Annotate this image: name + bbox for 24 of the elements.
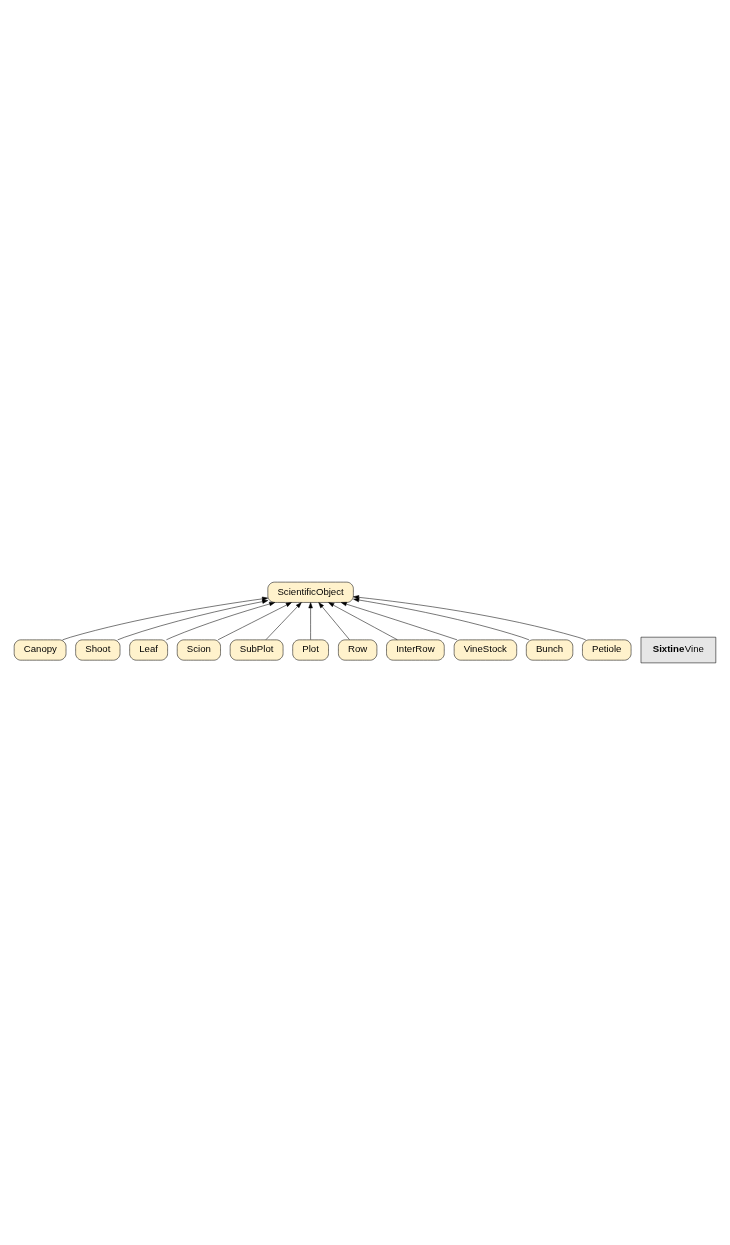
arrow bbox=[353, 597, 530, 641]
arrow bbox=[340, 602, 458, 641]
arrow bbox=[328, 602, 398, 641]
arrow bbox=[62, 596, 268, 641]
node-box: Shoot bbox=[75, 639, 121, 661]
node-box: Scion bbox=[176, 639, 221, 661]
node-box: Petiole bbox=[582, 639, 632, 661]
node-box: Canopy bbox=[13, 639, 67, 661]
node-box: Bunch bbox=[526, 639, 574, 661]
arrow bbox=[318, 602, 350, 640]
node-box: SubPlot bbox=[229, 639, 284, 661]
arrow bbox=[117, 599, 269, 641]
arrow bbox=[217, 602, 292, 641]
arrow bbox=[353, 595, 586, 641]
node-box: Plot bbox=[292, 639, 329, 661]
node-box: VineStock bbox=[453, 639, 517, 661]
node-box: ScientificObject bbox=[267, 581, 354, 603]
node-box: Row bbox=[338, 639, 378, 661]
arrow bbox=[308, 602, 313, 640]
arrow bbox=[166, 601, 276, 641]
arrow bbox=[265, 602, 302, 640]
node-box: SixtineVine bbox=[640, 636, 717, 664]
node-box: Leaf bbox=[129, 639, 168, 661]
node-box: InterRow bbox=[386, 639, 445, 661]
